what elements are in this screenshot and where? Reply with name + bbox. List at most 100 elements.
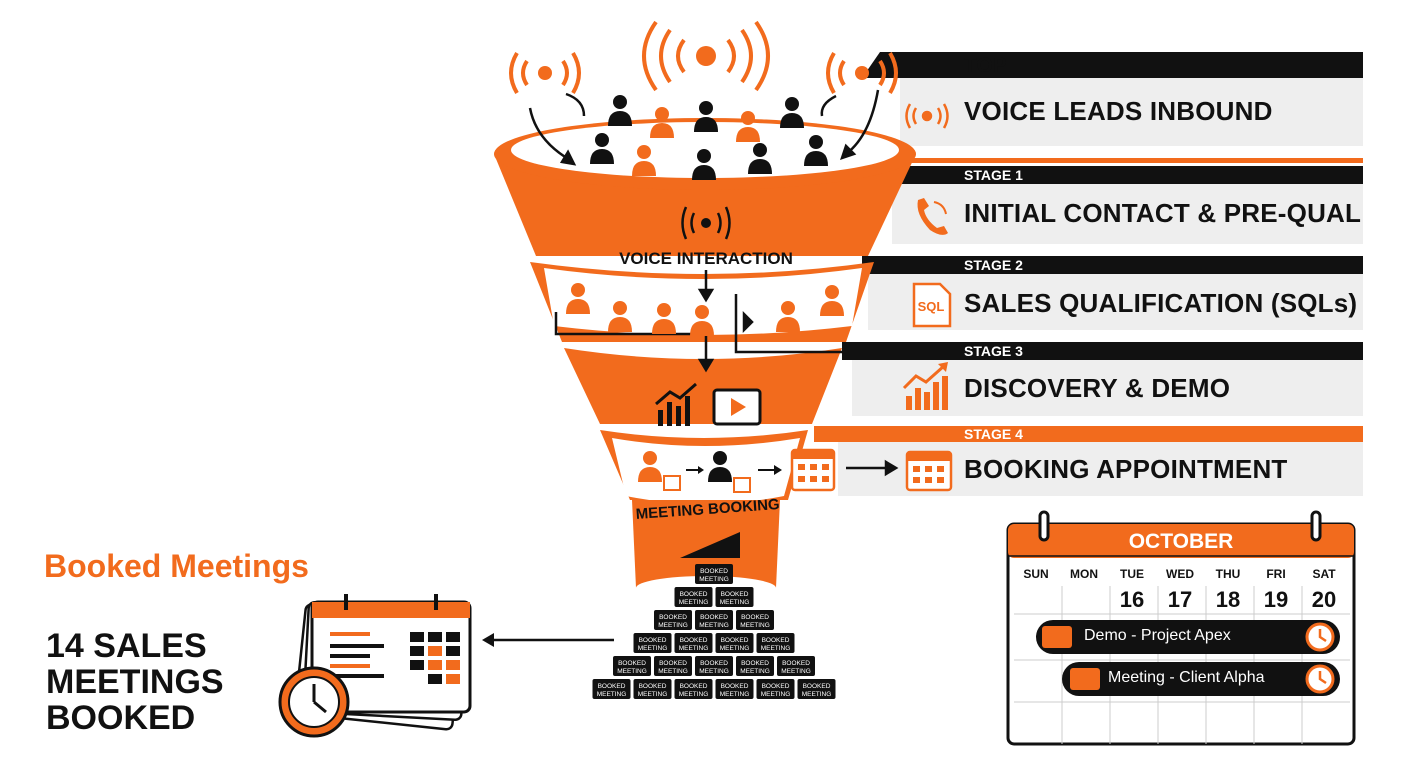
october-calendar <box>1006 510 1356 746</box>
booked-block-text: MEETING <box>638 645 668 652</box>
stage-label-top: TOP <box>964 54 1007 77</box>
calendar-day-thu: THU <box>1215 567 1241 581</box>
sql-document-icon: SQL <box>912 282 952 328</box>
booked-block-text: MEETING <box>699 622 729 629</box>
stage-title-1: INITIAL CONTACT & PRE-QUAL <box>964 198 1362 228</box>
calendar-event-demo: Demo - Project Apex <box>1084 627 1231 644</box>
calendar-date-20: 20 <box>1311 587 1337 612</box>
voice-interaction-label: VOICE INTERACTION <box>619 249 793 268</box>
demo-chart-icon <box>655 382 697 426</box>
booked-count-line-3: BOOKED <box>46 699 196 737</box>
phone-icon <box>917 198 948 235</box>
stage-label-2: STAGE 2 <box>964 257 1023 273</box>
booked-block-text: MEETING <box>679 645 709 652</box>
booked-count-line-2: MEETINGS <box>46 663 224 701</box>
booked-block-text: BOOKED <box>659 660 687 667</box>
booked-block-text: BOOKED <box>700 614 728 621</box>
summary-arrow <box>482 633 614 647</box>
calendar-icon <box>905 450 953 492</box>
booked-block-text: MEETING <box>720 599 750 606</box>
booked-block-text: MEETING <box>740 668 770 675</box>
booked-block-text: MEETING <box>720 645 750 652</box>
booked-block-text: MEETING <box>679 599 709 606</box>
booked-block-text: BOOKED <box>721 683 749 690</box>
booked-block-text: MEETING <box>740 622 770 629</box>
stage-label-4: STAGE 4 <box>964 426 1023 442</box>
booked-block-text: MEETING <box>658 668 688 675</box>
booked-count-line-1: 14 SALES <box>46 627 207 665</box>
booked-block-text: MEETING <box>699 668 729 675</box>
calendar-date-19: 19 <box>1263 587 1289 612</box>
voice-interaction-icon <box>681 206 731 240</box>
booked-block-text: BOOKED <box>680 591 708 598</box>
booked-block-text: BOOKED <box>721 637 749 644</box>
booked-block-text: MEETING <box>802 691 832 698</box>
booked-block-text: BOOKED <box>618 660 646 667</box>
booked-block-text: MEETING <box>761 691 791 698</box>
booked-block-text: BOOKED <box>680 683 708 690</box>
booked-block-text: BOOKED <box>680 637 708 644</box>
booked-block-text: MEETING <box>761 645 791 652</box>
calendar-date-16: 16 <box>1119 587 1145 612</box>
booked-block-text: BOOKED <box>803 683 831 690</box>
calendar-day-sun: SUN <box>1023 567 1049 581</box>
calendar-day-tue: TUE <box>1120 567 1144 581</box>
stage-title-4: BOOKING APPOINTMENT <box>964 454 1288 484</box>
video-play-icon <box>712 388 762 426</box>
booked-block-text: BOOKED <box>700 660 728 667</box>
booked-meetings-pyramid: BOOKEDMEETINGBOOKEDMEETINGBOOKEDMEETINGB… <box>592 564 836 699</box>
calendar-day-wed: WED <box>1166 567 1194 581</box>
funnel-flow-arrows <box>554 270 846 373</box>
calendar-day-fri: FRI <box>1266 567 1286 581</box>
stage-arrow <box>846 459 899 477</box>
booked-block-text: BOOKED <box>762 637 790 644</box>
clock-icon <box>278 666 350 738</box>
sql-icon-text: SQL <box>918 299 945 314</box>
voice-signal-icons <box>509 20 898 95</box>
booked-block-text: BOOKED <box>782 660 810 667</box>
booked-block-text: BOOKED <box>741 660 769 667</box>
calendar-day-sat: SAT <box>1312 567 1336 581</box>
booked-meetings-count: 14 SALES MEETINGS BOOKED <box>46 628 306 736</box>
inflow-arrows <box>528 89 880 166</box>
growth-chart-icon <box>902 362 948 410</box>
stage-title-3: DISCOVERY & DEMO <box>964 373 1231 403</box>
booked-block-text: BOOKED <box>639 683 667 690</box>
calendar-date-17: 17 <box>1167 587 1193 612</box>
booked-block-text: MEETING <box>597 691 627 698</box>
booked-block-text: BOOKED <box>721 591 749 598</box>
booked-block-text: BOOKED <box>741 614 769 621</box>
meeting-booking-icons <box>638 448 836 493</box>
calendar-month: OCTOBER <box>1128 530 1234 553</box>
calendar-date-18: 18 <box>1215 587 1241 612</box>
stage-title-top: VOICE LEADS INBOUND <box>964 96 1273 126</box>
calendar-event-meeting: Meeting - Client Alpha <box>1108 669 1265 686</box>
booked-block-text: MEETING <box>617 668 647 675</box>
booked-block-text: BOOKED <box>639 637 667 644</box>
booked-block-text: BOOKED <box>598 683 626 690</box>
stage-title-2: SALES QUALIFICATION (SQLs) <box>964 288 1358 318</box>
booked-block-text: MEETING <box>781 668 811 675</box>
booked-block-text: BOOKED <box>700 568 728 575</box>
calendar-day-mon: MON <box>1070 567 1098 581</box>
booked-block-text: BOOKED <box>762 683 790 690</box>
stage-label-3: STAGE 3 <box>964 343 1023 359</box>
booked-block-text: MEETING <box>658 622 688 629</box>
